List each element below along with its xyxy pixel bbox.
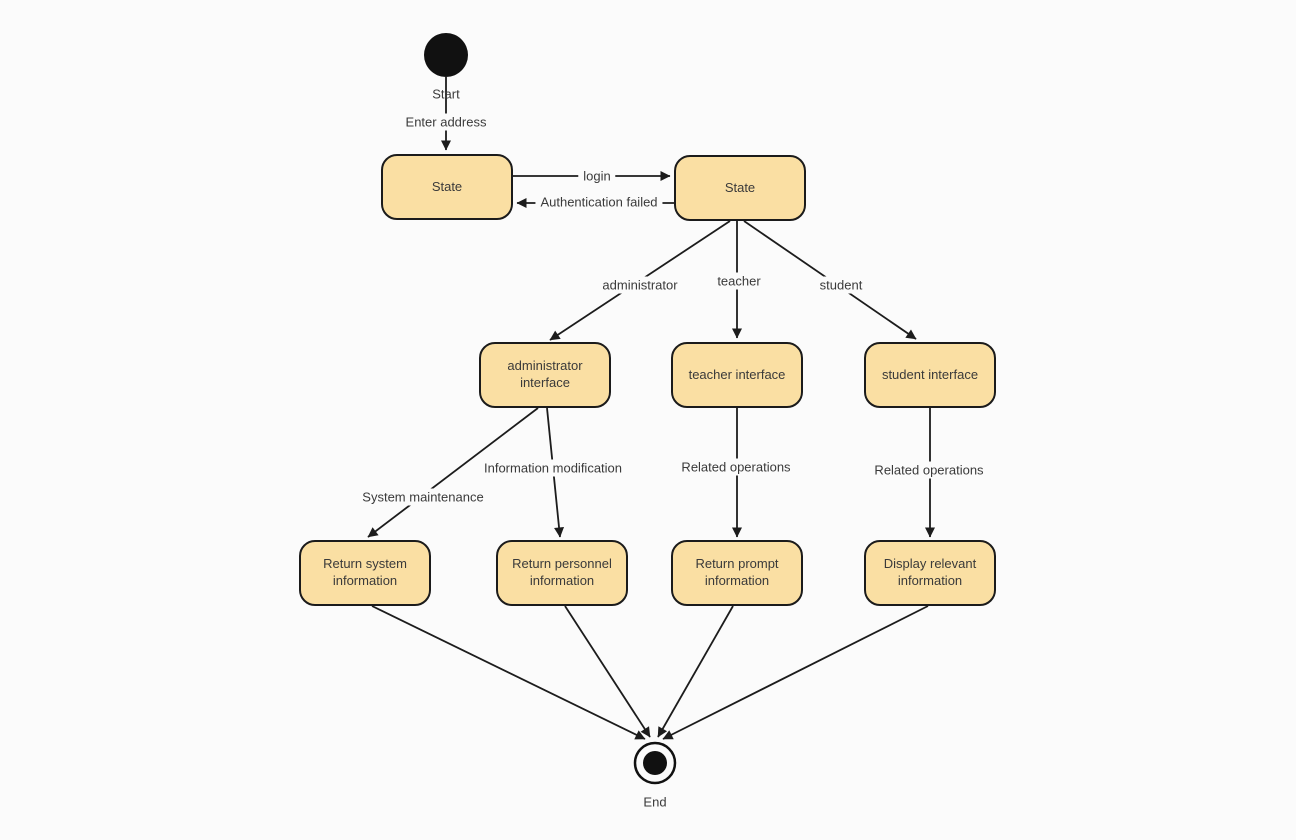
node-administrator-interface-label: administrator interface <box>507 358 583 390</box>
node-display-relevant[interactable]: Display relevant information <box>864 540 996 606</box>
node-return-personnel[interactable]: Return personnel information <box>496 540 628 606</box>
node-student-interface[interactable]: student interface <box>864 342 996 408</box>
node-state-right[interactable]: State <box>674 155 806 221</box>
edge-label-administrator: administrator <box>597 276 683 294</box>
node-teacher-interface-label: teacher interface <box>688 366 786 382</box>
start-node[interactable] <box>424 33 468 77</box>
edge-label-teacher: teacher <box>712 272 766 290</box>
edge-personnel-to-end <box>564 605 651 738</box>
node-state-left[interactable]: State <box>381 154 513 220</box>
edge-label-login: login <box>578 167 616 185</box>
edge-display-to-end <box>662 605 929 740</box>
node-return-system[interactable]: Return system information <box>299 540 431 606</box>
node-display-relevant-label: Display relevant information <box>883 556 977 588</box>
node-return-personnel-label: Return personnel information <box>512 556 612 588</box>
edge-label-student: student <box>814 276 868 294</box>
end-node-label: End <box>643 794 667 810</box>
node-state-left-label: State <box>431 178 463 194</box>
edge-label-system-maintenance: System maintenance <box>357 488 489 506</box>
start-node-label: Start <box>432 86 460 102</box>
node-return-system-label: Return system information <box>323 556 407 588</box>
node-student-interface-label: student interface <box>881 366 979 382</box>
node-return-prompt[interactable]: Return prompt information <box>671 540 803 606</box>
node-teacher-interface[interactable]: teacher interface <box>671 342 803 408</box>
edge-label-related-operations-student: Related operations <box>869 461 989 479</box>
edge-label-information-modification: Information modification <box>478 459 628 477</box>
edge-system-maintenance <box>367 407 539 538</box>
end-node-core[interactable] <box>643 751 667 775</box>
edge-label-enter-address: Enter address <box>400 113 492 131</box>
edge-label-auth-failed: Authentication failed <box>535 193 663 211</box>
node-state-right-label: State <box>724 179 756 195</box>
edge-system-to-end <box>371 605 646 740</box>
node-return-prompt-label: Return prompt information <box>695 556 779 588</box>
edge-prompt-to-end <box>657 605 734 738</box>
node-administrator-interface[interactable]: administrator interface <box>479 342 611 408</box>
edge-label-related-operations-teacher: Related operations <box>676 458 796 476</box>
